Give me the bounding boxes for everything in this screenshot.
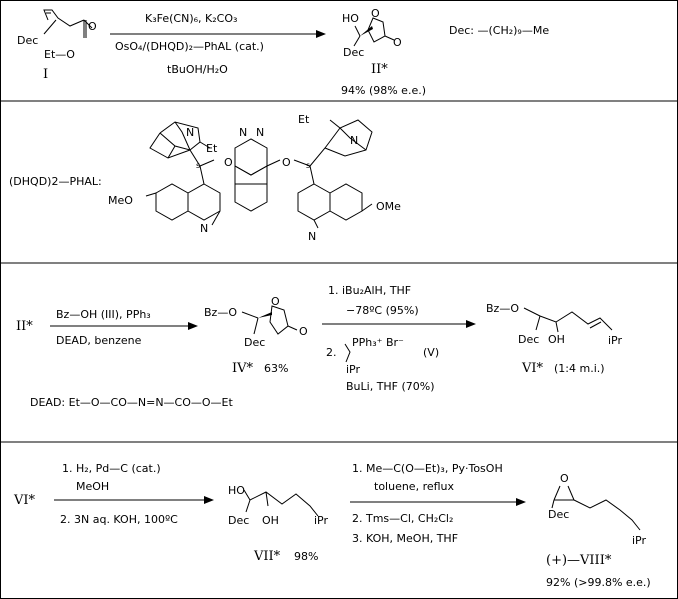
compound-I-dec: Dec	[17, 34, 38, 47]
compound-VII-yield: 98%	[294, 550, 318, 563]
step-hydrogenation-solvent: MeOH	[76, 480, 109, 493]
compound-IV-carbonyl-o: O	[299, 325, 308, 338]
compound-VI: Bz—O Dec OH iPr VI* (1:4 m.i.)	[486, 302, 622, 376]
ligand-left-stereo: s	[196, 161, 200, 170]
ligand-phthalazine-n1: N	[239, 126, 247, 139]
row4-start-compound: VI*	[13, 493, 36, 508]
compound-II-hydroxyl: HO	[342, 12, 359, 25]
step-wittig-conditions: BuLi, THF (70%)	[346, 380, 435, 393]
compound-II-yield: 94% (98% e.e.)	[341, 84, 426, 97]
compound-VIII-isopropyl: iPr	[632, 534, 646, 547]
ligand-left-ethyl: Et	[206, 142, 218, 155]
reaction-arrow-4: 1. H₂, Pd—C (cat.) MeOH 2. 3N aq. KOH, 1…	[54, 462, 214, 526]
ligand-right-o: O	[282, 156, 291, 169]
compound-VII-hydroxyl: OH	[262, 514, 279, 527]
step-orthoacetate: 1. Me—C(O—Et)₃, Py·TosOH	[352, 462, 503, 475]
compound-IV-ring-o: O	[271, 295, 280, 308]
ligand-right-methoxy: OMe	[376, 200, 401, 213]
ligand-left-methoxy: MeO	[108, 194, 133, 207]
reagent-osmium-catalyst: OsO₄/(DHQD)₂—PhAL (cat.)	[115, 40, 264, 53]
reagent-solvent: tBuOH/H₂O	[167, 63, 228, 76]
ligand-phthalazine-n2: N	[256, 126, 264, 139]
compound-II-ring-o: O	[371, 7, 380, 20]
compound-VII-isopropyl: iPr	[314, 514, 328, 527]
compound-VIII-dec: Dec	[548, 508, 569, 521]
compound-I-ethoxy: Et—O	[44, 48, 75, 61]
wittig-salt-isopropyl: iPr	[346, 363, 360, 376]
reagent-dead-benzene: DEAD, benzene	[56, 334, 142, 347]
compound-VI-ratio: (1:4 m.i.)	[554, 362, 605, 375]
ligand-left-o: O	[224, 156, 233, 169]
ligand-name: (DHQD)2—PHAL:	[9, 175, 102, 188]
compound-VII-label: VII*	[253, 549, 281, 564]
wittig-salt-label: (V)	[423, 346, 439, 359]
dec-definition: Dec: —(CH₂)₉—Me	[449, 24, 549, 37]
reaction-arrow-3: 1. iBu₂AlH, THF −78ºC (95%) 2. PPh₃⁺ Br⁻…	[322, 284, 476, 393]
step-wittig-number: 2.	[326, 346, 337, 359]
step-reduction-conditions: −78ºC (95%)	[346, 304, 419, 317]
reaction-arrow-1: K₃Fe(CN)₆, K₂CO₃ OsO₄/(DHQD)₂—PhAL (cat.…	[110, 12, 326, 76]
reagent-benzoic-acid: Bz—OH (III), PPh₃	[56, 308, 151, 321]
compound-II-label: II*	[371, 62, 388, 77]
compound-VI-benzoate: Bz—O	[486, 302, 519, 315]
compound-VIII: O Dec iPr (+)—VIII* 92% (>99.8% e.e.)	[546, 472, 651, 589]
compound-II-carbonyl-o: O	[393, 36, 402, 49]
compound-II-dec: Dec	[343, 46, 364, 59]
ligand-dhqd-phal: (DHQD)2—PHAL: N Et O s N MeO N N O s	[9, 113, 401, 243]
compound-VIII-epoxide-o: O	[560, 472, 569, 485]
compound-VIII-label: (+)—VIII*	[546, 553, 612, 568]
step-base: 3. KOH, MeOH, THF	[352, 532, 458, 545]
compound-I-label: I	[43, 67, 48, 82]
compound-VI-label: VI*	[521, 361, 544, 376]
compound-VII-dec: Dec	[228, 514, 249, 527]
compound-VII-hydroxyl-top: HO	[228, 484, 245, 497]
compound-VI-hydroxyl: OH	[548, 333, 565, 346]
compound-VI-isopropyl: iPr	[608, 334, 622, 347]
compound-I-carbonyl-o: O	[88, 20, 97, 33]
compound-II: HO O O Dec II* 94% (98% e.e.)	[341, 7, 426, 97]
reaction-arrow-5: 1. Me—C(O—Et)₃, Py·TosOH toluene, reflux…	[350, 462, 526, 545]
ligand-right-stereo: s	[306, 161, 310, 170]
wittig-salt: PPh₃⁺ Br⁻	[352, 336, 404, 349]
compound-VII: HO Dec OH iPr VII* 98%	[228, 484, 328, 564]
compound-IV-yield: 63%	[264, 362, 288, 375]
compound-IV-benzoate: Bz—O	[204, 306, 237, 319]
ligand-left-quinoline-n: N	[200, 222, 208, 235]
ligand-left-n: N	[186, 126, 194, 139]
compound-IV-label: IV*	[232, 361, 254, 376]
reagent-ferricyanide: K₃Fe(CN)₆, K₂CO₃	[145, 12, 237, 25]
compound-I: O Dec Et—O I	[17, 9, 97, 82]
compound-IV: Bz—O O O Dec IV* 63%	[204, 295, 308, 376]
compound-VI-dec: Dec	[518, 333, 539, 346]
reaction-arrow-2: Bz—OH (III), PPh₃ DEAD, benzene	[50, 308, 198, 347]
compound-IV-dec: Dec	[244, 336, 265, 349]
ligand-right-n: N	[350, 134, 358, 147]
ligand-right-ethyl: Et	[298, 113, 310, 126]
step-orthoacetate-conditions: toluene, reflux	[374, 480, 455, 493]
step-silylation: 2. Tms—Cl, CH₂Cl₂	[352, 512, 453, 525]
step-reduction: 1. iBu₂AlH, THF	[328, 284, 411, 297]
dead-definition: DEAD: Et—O—CO—N=N—CO—O—Et	[30, 396, 233, 409]
step-hydrolysis: 2. 3N aq. KOH, 100ºC	[60, 513, 178, 526]
step-hydrogenation: 1. H₂, Pd—C (cat.)	[62, 462, 161, 475]
row3-start-compound: II*	[16, 319, 33, 334]
ligand-right-quinoline-n: N	[308, 230, 316, 243]
compound-VIII-yield: 92% (>99.8% e.e.)	[546, 576, 651, 589]
